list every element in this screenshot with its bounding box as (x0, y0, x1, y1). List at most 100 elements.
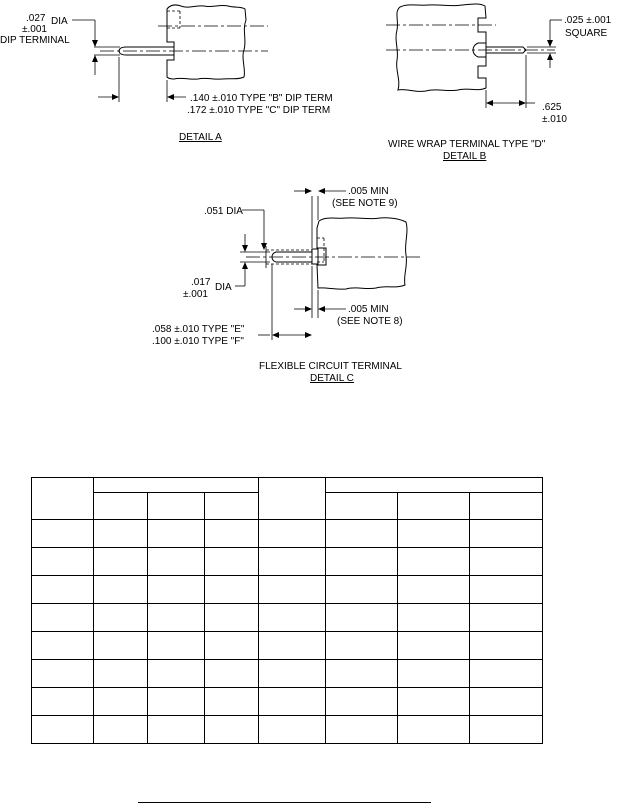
table-cell (93, 519, 148, 548)
signature-rule (138, 802, 431, 803)
table-cell (93, 659, 148, 688)
detail-a-dia-tol: ±.001 (22, 24, 47, 35)
detail-b: .025 ±.001 SQUARE .625 ±.010 WIRE WRAP T… (386, 3, 612, 162)
detail-a-dip-terminal: DIP TERMINAL (0, 35, 70, 46)
detail-b-square-post (486, 46, 527, 54)
arrowhead (92, 55, 98, 62)
table-cell (204, 603, 259, 632)
table-cell (147, 659, 205, 688)
table-cell (93, 687, 148, 716)
table-cell (93, 603, 148, 632)
table-cell (469, 659, 543, 688)
table-cell (469, 603, 543, 632)
table-cell (147, 519, 205, 548)
detail-c: .005 MIN (SEE NOTE 9) .051 DIA .017 DIA … (152, 186, 420, 384)
table-cell (147, 715, 205, 744)
detail-b-body-outline (395, 3, 487, 92)
detail-b-terminal-head (472, 42, 486, 58)
table-cell (147, 575, 205, 604)
table-cell (469, 687, 543, 716)
table-row (31, 603, 543, 632)
detail-b-length-tol: ±.010 (542, 114, 567, 125)
table-cell (397, 631, 470, 660)
table-cell (93, 575, 148, 604)
arrowhead (92, 40, 98, 47)
detail-a: .027 DIA ±.001 DIP TERMINAL .140 ±.010 T… (0, 4, 333, 143)
arrowhead (305, 188, 312, 194)
detail-c-dia-051: .051 DIA (204, 206, 243, 217)
table-cell (469, 631, 543, 660)
table-cell (397, 603, 470, 632)
table-cell (31, 631, 94, 660)
table-cell (325, 715, 398, 744)
table-cell (397, 575, 470, 604)
table-cell (93, 547, 148, 576)
detail-c-title: FLEXIBLE CIRCUIT TERMINAL (259, 361, 402, 372)
arrowhead (305, 306, 312, 312)
detail-a-type-b: .140 ±.010 TYPE "B" DIP TERM (190, 93, 333, 104)
table-cell (147, 631, 205, 660)
table-row (31, 547, 543, 576)
table-cell (204, 715, 259, 744)
detail-c-dia-017-tol: ±.001 (183, 289, 208, 300)
detail-b-title: WIRE WRAP TERMINAL TYPE "D" (388, 139, 546, 150)
detail-c-caption: DETAIL C (310, 373, 354, 384)
table-cell (325, 519, 398, 548)
arrowhead (305, 332, 312, 338)
table-cell (204, 519, 259, 548)
detail-c-min-bottom: .005 MIN (348, 304, 389, 315)
arrowhead (486, 100, 493, 106)
detail-a-dia-word: DIA (51, 16, 68, 27)
table-cell (258, 715, 326, 744)
detail-c-type-f: .100 ±.010 TYPE "F" (152, 336, 244, 347)
detail-c-note-8: (SEE NOTE 8) (337, 316, 403, 327)
table-cell (31, 547, 94, 576)
table-cell (469, 547, 543, 576)
table-cell (469, 519, 543, 548)
table-cell (397, 519, 470, 548)
table-cell (325, 659, 398, 688)
detail-b-caption: DETAIL B (443, 151, 487, 162)
table-cell (397, 659, 470, 688)
detail-c-dia-017-value: .017 (191, 277, 211, 288)
detail-a-caption: DETAIL A (179, 132, 222, 143)
table-cell (204, 631, 259, 660)
table-row (31, 575, 543, 604)
arrowhead (519, 100, 526, 106)
table-cell (147, 547, 205, 576)
table-cell (147, 687, 205, 716)
detail-b-length-value: .625 (542, 102, 562, 113)
detail-a-dia-value: .027 (26, 13, 46, 24)
arrowhead (547, 40, 553, 47)
arrowhead (242, 245, 248, 252)
detail-a-type-c: .172 ±.010 TYPE "C" DIP TERM (187, 105, 330, 116)
table-cell (147, 603, 205, 632)
detail-a-body-outline (166, 4, 247, 80)
table-body (31, 519, 543, 744)
table-header-group-1 (93, 477, 259, 493)
detail-c-pin (271, 251, 312, 263)
table-cell (325, 687, 398, 716)
table-cell (397, 715, 470, 744)
table-row (31, 631, 543, 660)
detail-c-dia-017-word: DIA (215, 282, 232, 293)
table-cell (93, 715, 148, 744)
detail-a-pin (118, 46, 174, 56)
table-cell (325, 631, 398, 660)
table-header-cell (258, 477, 326, 520)
table-subheader-cell (325, 492, 398, 520)
table-cell (469, 575, 543, 604)
table-cell (31, 603, 94, 632)
table-cell (325, 603, 398, 632)
table-cell (31, 519, 94, 548)
table-cell (93, 631, 148, 660)
table-cell (258, 547, 326, 576)
table-subheader-cell (397, 492, 470, 520)
detail-b-square-value: .025 ±.001 (564, 15, 612, 26)
table-cell (204, 659, 259, 688)
table-cell (204, 687, 259, 716)
table-row (31, 659, 543, 688)
detail-c-body-outline (316, 217, 408, 290)
arrowhead (112, 94, 119, 100)
table-subheader-cell (93, 492, 148, 520)
